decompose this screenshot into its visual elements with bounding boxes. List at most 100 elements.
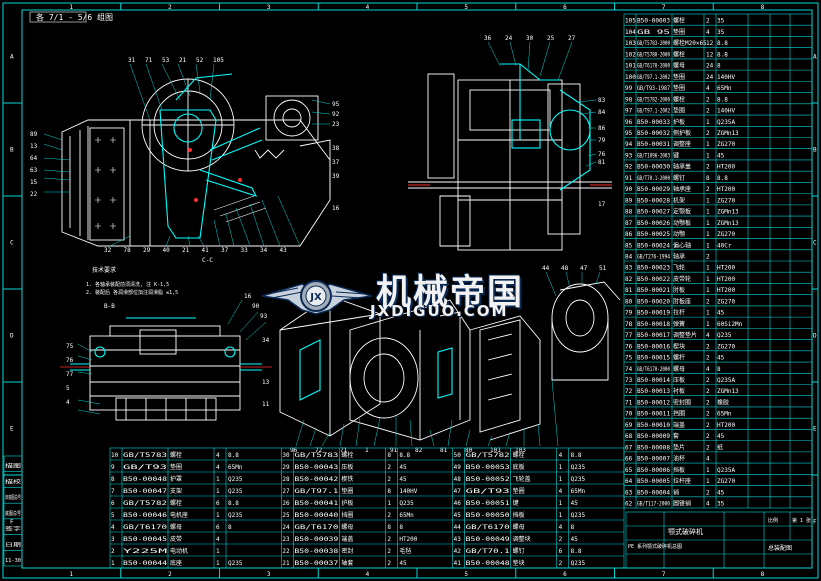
drawing-sub: PE 系列颚式破碎机总图 bbox=[628, 543, 682, 550]
part-qty: 2 bbox=[387, 548, 391, 555]
part-name: 螺栓M20×65 bbox=[673, 39, 707, 47]
part-material: ZG270 bbox=[717, 231, 735, 238]
part-qty: 2 bbox=[706, 18, 710, 25]
part-name: 皮带 bbox=[170, 535, 182, 543]
callout-number: 21 bbox=[179, 57, 187, 64]
title-block: 颚式破碎机 PE 系列颚式破碎机总图 总装配图 比例 第 1 张 bbox=[625, 511, 813, 569]
part-code: B50-00023 bbox=[637, 265, 670, 272]
part-material: HT200 bbox=[717, 287, 735, 294]
part-name: 挡圈 bbox=[341, 511, 353, 519]
part-material: 8.8 bbox=[717, 96, 728, 103]
part-qty: 1 bbox=[706, 197, 710, 204]
tech-note-2: 2. 装配后 各润滑部位加注润滑脂 ≤1,5 bbox=[86, 289, 178, 296]
part-name: 护板 bbox=[341, 499, 353, 507]
callout-number: 22 bbox=[30, 191, 38, 198]
part-qty: 1 bbox=[216, 560, 220, 567]
part-no: 99 bbox=[625, 85, 633, 92]
part-code: B50-00025 bbox=[637, 231, 670, 238]
part-qty: 1 bbox=[559, 500, 563, 507]
callout-number: 40 bbox=[163, 247, 171, 254]
part-name: 动颚板 bbox=[673, 219, 691, 227]
part-no: 63 bbox=[625, 489, 633, 496]
svg-text:34: 34 bbox=[262, 337, 270, 344]
part-no: 68 bbox=[625, 433, 633, 440]
part-name: 调整垫片 bbox=[673, 331, 697, 339]
svg-text:84: 84 bbox=[598, 109, 606, 116]
part-code: B50-00015 bbox=[637, 355, 670, 362]
callout-number: 91 bbox=[390, 447, 398, 454]
part-name: 机架 bbox=[673, 196, 685, 204]
part-no: 70 bbox=[625, 411, 633, 418]
part-name: 垫圈 bbox=[673, 73, 685, 81]
part-qty: 1 bbox=[706, 119, 710, 126]
zone-number-bottom: 3 bbox=[267, 571, 271, 578]
part-qty: 1 bbox=[706, 209, 710, 216]
sheet-label: 第 1 张 bbox=[792, 517, 811, 524]
part-qty: 2 bbox=[706, 164, 710, 171]
part-material: 65Mn bbox=[571, 488, 586, 495]
header-tag: 各 7/1 - 5/6 组图 bbox=[36, 12, 113, 22]
part-no: 76 bbox=[625, 343, 633, 350]
part-code: B50-00041 bbox=[294, 500, 339, 507]
svg-text:38: 38 bbox=[332, 145, 340, 152]
part-name: 压板 bbox=[673, 376, 685, 384]
svg-text:13: 13 bbox=[262, 379, 270, 386]
part-qty: 6 bbox=[216, 524, 220, 531]
part-qty: 1 bbox=[706, 310, 710, 317]
callout-number: 30 bbox=[526, 35, 534, 42]
zone-number-top: 4 bbox=[366, 4, 370, 11]
part-qty: 8 bbox=[706, 175, 710, 182]
part-no: 83 bbox=[625, 265, 633, 272]
part-name: 端盖 bbox=[341, 535, 353, 543]
part-no: 49 bbox=[454, 464, 462, 471]
part-no: 93 bbox=[625, 152, 633, 159]
margin-block-label: 签字 bbox=[5, 526, 21, 533]
part-material: 8 bbox=[399, 524, 403, 531]
part-name: 螺母 bbox=[513, 523, 525, 531]
part-qty: 8 bbox=[387, 524, 391, 531]
part-qty: 4 bbox=[559, 524, 563, 531]
drawing-name: 颚式破碎机 bbox=[668, 527, 703, 536]
part-qty: 1 bbox=[706, 467, 710, 474]
zone-letter-left: D bbox=[10, 333, 14, 340]
part-name: 螺栓 bbox=[673, 50, 685, 58]
part-name: 飞轮盖 bbox=[513, 475, 531, 483]
part-material: 35 bbox=[717, 29, 725, 36]
part-no: 86 bbox=[625, 231, 633, 238]
zone-number-bottom: 6 bbox=[563, 571, 567, 578]
part-material: HT200 bbox=[399, 536, 417, 543]
part-no: 10 bbox=[111, 452, 119, 459]
callout-number: 24 bbox=[505, 35, 513, 42]
part-name: 肘板座 bbox=[673, 297, 691, 305]
part-material: Q235A bbox=[717, 467, 735, 474]
part-qty: 1 bbox=[216, 548, 220, 555]
part-qty: 4 bbox=[706, 29, 710, 36]
part-qty: 2 bbox=[706, 130, 710, 137]
part-code: GB/T70.1-2000 bbox=[637, 175, 670, 182]
part-material: Q235 bbox=[228, 560, 243, 567]
part-name: 飞轮 bbox=[673, 264, 685, 272]
callout-number: 13 bbox=[30, 143, 38, 150]
part-qty: 1 bbox=[706, 220, 710, 227]
part-code: GB/T5782-2000 bbox=[637, 96, 670, 103]
callout-number: 53 bbox=[162, 57, 170, 64]
part-material: 40Cr bbox=[717, 242, 732, 249]
callout-number: 78 bbox=[124, 247, 132, 254]
part-code: B50-00009 bbox=[637, 433, 670, 440]
part-name: 密封 bbox=[341, 547, 353, 555]
part-no: 2 bbox=[111, 548, 115, 555]
zone-letter-right: C bbox=[813, 240, 817, 247]
